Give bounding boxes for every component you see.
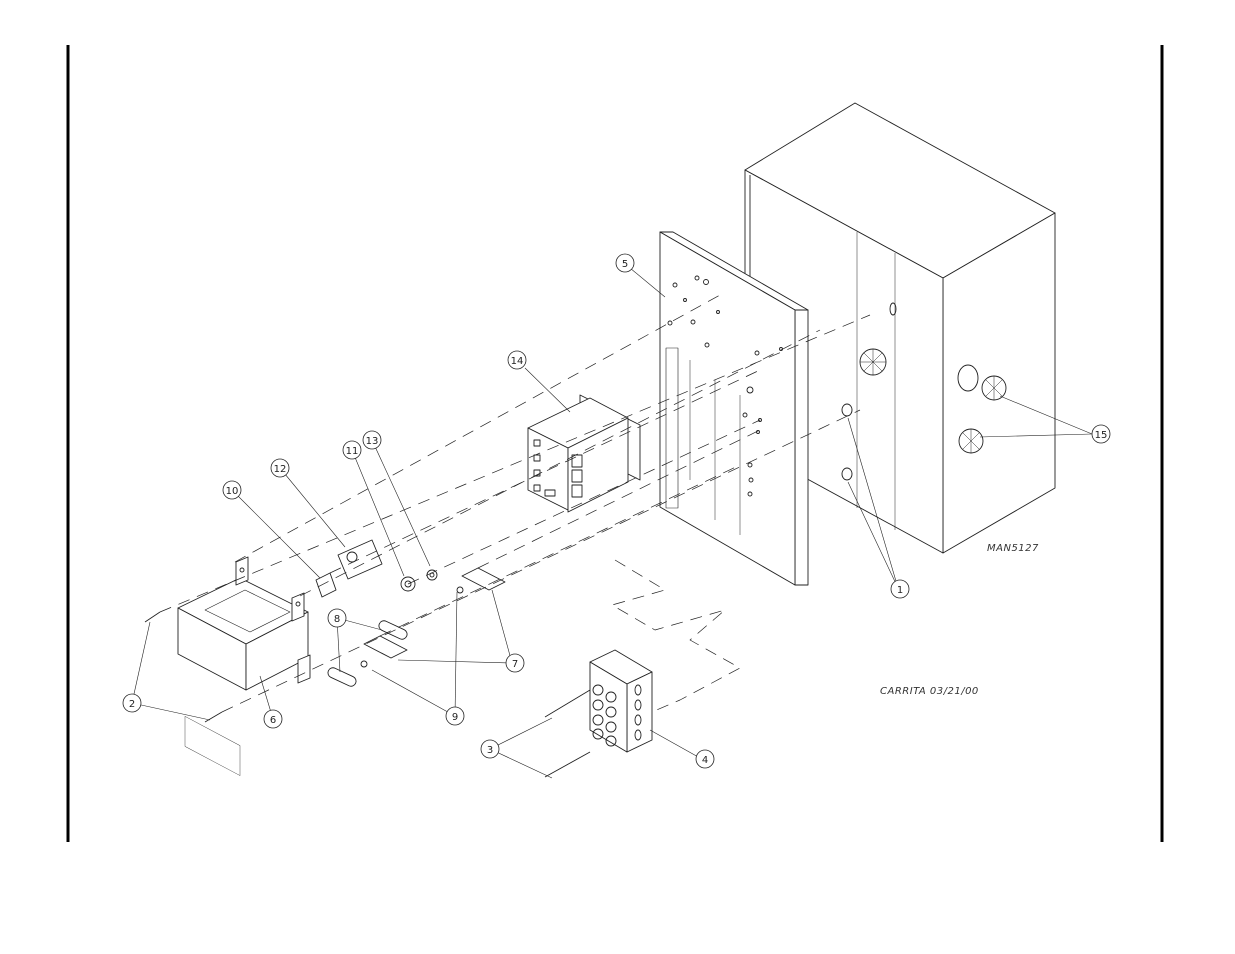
callout-1: 1 <box>891 580 909 598</box>
callout-5: 5 <box>616 254 634 272</box>
callout-11: 11 <box>343 441 361 459</box>
callout-2: 2 <box>123 694 141 712</box>
callout-12: 12 <box>271 459 289 477</box>
svg-text:4: 4 <box>702 755 708 766</box>
drawing-signature: CARRITA 03/21/00 <box>880 686 979 697</box>
callout-15: 15 <box>1092 425 1110 443</box>
callout-8: 8 <box>328 609 346 627</box>
contactor <box>528 395 640 512</box>
svg-text:13: 13 <box>366 436 379 447</box>
svg-text:14: 14 <box>511 356 524 367</box>
callout-6: 6 <box>264 710 282 728</box>
callout-10: 10 <box>223 481 241 499</box>
svg-text:3: 3 <box>487 745 493 756</box>
svg-text:5: 5 <box>622 259 628 270</box>
transformer <box>178 557 310 776</box>
svg-text:8: 8 <box>334 614 340 625</box>
svg-text:9: 9 <box>452 712 458 723</box>
svg-text:15: 15 <box>1095 430 1108 441</box>
callout-3: 3 <box>481 740 499 758</box>
svg-text:10: 10 <box>226 486 239 497</box>
svg-text:1: 1 <box>897 585 903 596</box>
callout-13: 13 <box>363 431 381 449</box>
terminal-block <box>590 650 652 752</box>
callout-4: 4 <box>696 750 714 768</box>
svg-text:12: 12 <box>274 464 287 475</box>
drawing-id: MAN5127 <box>987 543 1039 554</box>
svg-text:11: 11 <box>346 446 359 457</box>
callout-14: 14 <box>508 351 526 369</box>
callout-9: 9 <box>446 707 464 725</box>
svg-text:2: 2 <box>129 699 135 710</box>
svg-text:6: 6 <box>270 715 276 726</box>
callout-7: 7 <box>506 654 524 672</box>
svg-text:7: 7 <box>512 659 518 670</box>
